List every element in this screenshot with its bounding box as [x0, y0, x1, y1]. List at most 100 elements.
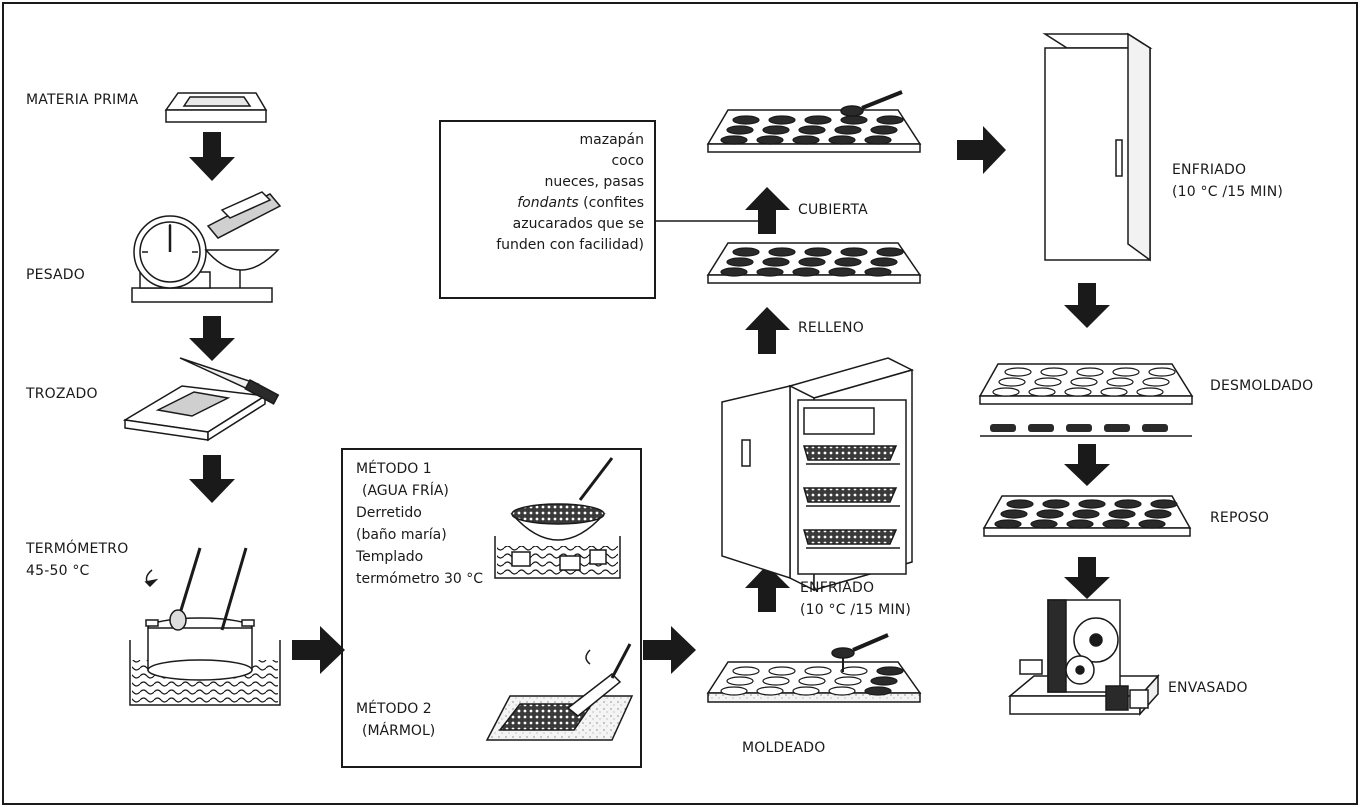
mold-cavity: [1036, 509, 1064, 519]
step-materia-prima: MATERIA PRIMA: [26, 92, 139, 108]
mold-cavity: [732, 666, 760, 676]
mold-cavity: [726, 257, 754, 267]
mold-cavity: [876, 247, 904, 257]
mold-cavity: [998, 377, 1026, 387]
method-2-sub: (MÁRMOL): [362, 723, 436, 739]
chocolate-bar-icon: [164, 92, 268, 123]
step-termometro: TERMÓMETRO: [26, 541, 129, 557]
fillings-list: mazapán coco nueces, pasas fondants (con…: [448, 130, 644, 256]
mold-cavity: [834, 676, 862, 686]
arrow-up-2: [745, 307, 790, 354]
mold-cavity: [1004, 367, 1032, 377]
mold-cavity: [798, 676, 826, 686]
mold-cavity: [834, 257, 862, 267]
arrow-down-6: [1064, 557, 1110, 599]
mold-cavity: [876, 666, 904, 676]
mold-cavity: [828, 686, 856, 696]
knife-cutting-board-icon: [122, 357, 280, 442]
mold-cavity: [1066, 519, 1094, 529]
arrow-down-1: [189, 132, 235, 181]
mold-cavity: [804, 115, 832, 125]
method-1-sub: (AGUA FRÍA): [362, 483, 449, 499]
mold-cavity: [1142, 377, 1170, 387]
mold-cavity: [732, 115, 760, 125]
mold-cavity: [828, 135, 856, 145]
mold-cavity: [870, 125, 898, 135]
method-1-line4: termómetro 30 °C: [356, 571, 484, 587]
arrow-right-2: [643, 626, 696, 674]
filling-nueces: nueces, pasas: [544, 174, 645, 190]
chocolate-piece: [990, 424, 1016, 432]
step-trozado: TROZADO: [26, 386, 98, 402]
mold-cavity: [994, 519, 1022, 529]
mold-cavities: [990, 367, 1178, 529]
method-1-line1: Derretido: [356, 505, 422, 521]
arrow-up-3: [745, 187, 790, 234]
mold-cavity: [756, 267, 784, 277]
refrigerator-open-icon: [721, 357, 915, 592]
mold-cavity: [1076, 367, 1104, 377]
mold-cavity: [828, 267, 856, 277]
mold-cavity: [834, 125, 862, 135]
arrow-down-4: [1064, 283, 1110, 328]
method-1-line2: (baño maría): [356, 527, 447, 543]
mold-cavity: [1000, 509, 1028, 519]
arrow-down-3: [189, 455, 235, 503]
mold-cavity: [762, 676, 790, 686]
step-cubierta: CUBIERTA: [798, 202, 868, 218]
mold-cavity: [804, 666, 832, 676]
ice-bowl-icon: [494, 457, 621, 579]
mold-cavity: [762, 257, 790, 267]
mold-cavity: [804, 247, 832, 257]
mold-cavity: [1042, 499, 1070, 509]
mold-cavity: [792, 135, 820, 145]
arrow-down-2: [189, 316, 235, 361]
filling-fondants-rest: (confites: [578, 195, 644, 211]
mold-cavity: [1028, 387, 1056, 397]
mold-cavity: [726, 125, 754, 135]
mold-cavity: [1006, 499, 1034, 509]
mold-cavity: [762, 125, 790, 135]
mold-cavity: [1078, 499, 1106, 509]
mold-cavity: [732, 247, 760, 257]
mold-cavity: [1064, 387, 1092, 397]
mold-cavity: [840, 115, 868, 125]
filling-fondants-italic: fondants: [517, 195, 579, 211]
mold-cavity: [840, 247, 868, 257]
mold-cavity: [1136, 387, 1164, 397]
scale-icon: [131, 191, 282, 303]
arrow-right-1: [292, 626, 345, 674]
mold-cavity: [1148, 367, 1176, 377]
step-enfriado-final: ENFRIADO: [1172, 162, 1247, 178]
mold-cavity: [864, 686, 892, 696]
arrow-down-5: [1064, 444, 1110, 486]
mold-cavity: [1144, 509, 1172, 519]
filling-mazapan: mazapán: [579, 132, 644, 148]
spoon-icon: [831, 90, 903, 672]
mold-cavity: [870, 257, 898, 267]
mold-cavity: [1034, 377, 1062, 387]
pot-bain-marie-icon: [129, 547, 281, 706]
step-enfriado-moldeado: ENFRIADO: [800, 580, 875, 596]
mold-cavity: [876, 115, 904, 125]
mold-cavity: [1030, 519, 1058, 529]
gift-box-icon: [1007, 599, 1160, 716]
mold-cavity: [792, 686, 820, 696]
mold-cavities: [720, 115, 904, 696]
mold-cavity: [1072, 509, 1100, 519]
mold-cavity: [1100, 387, 1128, 397]
mold-cavity: [720, 686, 748, 696]
mold-cavity: [992, 387, 1020, 397]
methods-box: [341, 448, 642, 768]
mold-cavity: [1102, 519, 1130, 529]
chocolate-piece: [1066, 424, 1092, 432]
step-termometro-temp: 45-50 °C: [26, 563, 90, 579]
mold-cavity: [792, 267, 820, 277]
chocolate-piece: [1142, 424, 1168, 432]
mold-cavity: [1138, 519, 1166, 529]
mold-cavity: [1114, 499, 1142, 509]
method-1-title: MÉTODO 1: [356, 461, 432, 477]
mold-cavity: [726, 676, 754, 686]
method-1-line3: Templado: [356, 549, 424, 565]
